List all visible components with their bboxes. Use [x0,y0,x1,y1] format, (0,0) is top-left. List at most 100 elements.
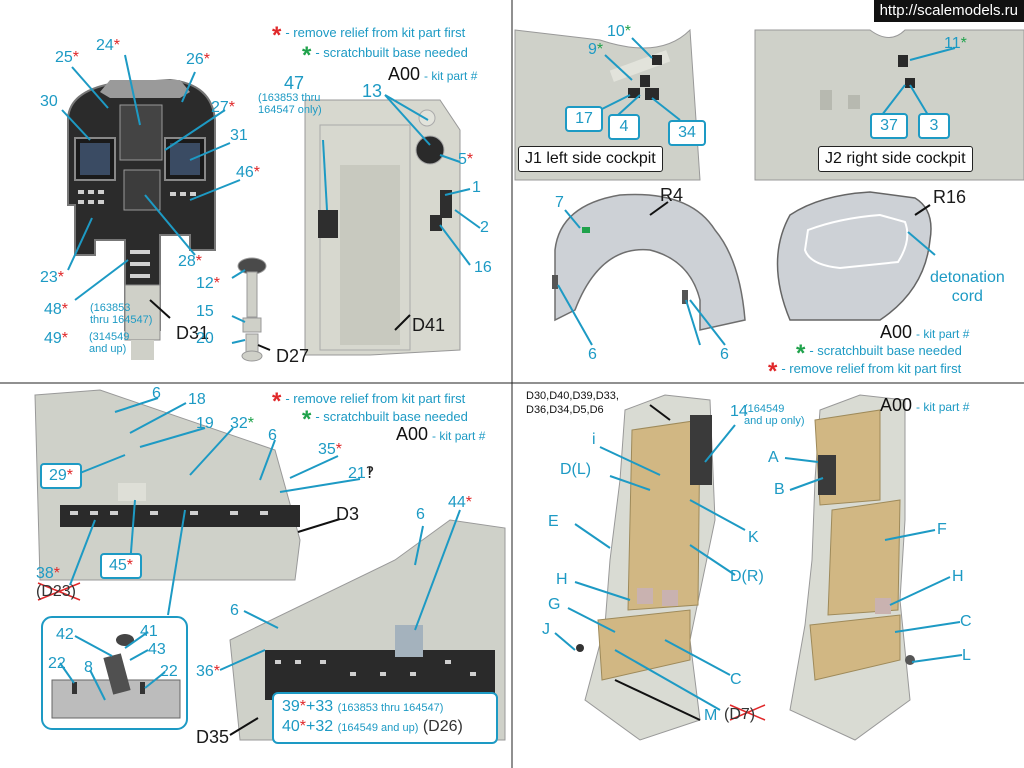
label-d27: D27 [276,346,310,366]
legend-remove-relief-text: - remove relief from kit part first [285,25,466,40]
label-18: 18 [188,391,206,408]
q4-black-leaders [614,404,701,721]
side-console-d41 [304,99,461,356]
label-28: 28* [178,253,203,270]
kit-part-text: - kit part # [424,69,478,83]
label-d-l: D(L) [560,461,592,478]
left-console-d3 [34,389,301,581]
watermark-url: http://scalemodels.ru [873,0,1024,22]
label-19: 19 [196,415,214,432]
label-d35: D35 [196,727,230,747]
label-15: 15 [196,303,214,320]
label-35: 35* [318,441,343,458]
label-d7-deleted: (D7) [724,706,756,723]
kit-part-note-q3: A00- kit part # [396,424,486,444]
label-22-right: 22 [160,663,178,680]
label-e: E [548,513,559,530]
canopy-r16 [776,191,932,321]
label-k: K [748,529,759,546]
red-asterisk-icon: * [272,22,282,49]
label-6-q3a: 6 [152,385,161,402]
label-6-canopy-left: 6 [588,346,597,363]
box-34: 34 [668,120,706,146]
label-d41: D41 [412,315,446,335]
label-c-right: C [960,613,972,630]
box-37: 37 [870,113,908,139]
label-6-q3c: 6 [416,506,425,523]
q1-black-leaders [149,299,411,351]
label-14: 14 [730,403,748,420]
label-24: 24* [96,37,121,54]
label-43: 43 [148,641,166,658]
variant-note-box: 39*+33 (163853 thru 164547) 40*+32 (1645… [272,692,498,744]
label-r16: R16 [933,187,967,207]
label-i: i [592,431,596,448]
kit-part-note-q2: A00- kit part # [880,322,970,342]
label-b: B [774,481,785,498]
label-6-canopy-right: 6 [720,346,729,363]
label-12: 12* [196,275,221,292]
label-41: 41 [140,623,158,640]
label-36: 36* [196,663,221,680]
label-h-right: H [952,568,964,585]
label-7: 7 [555,194,564,211]
windscreen-r4 [552,193,746,331]
label-47: 47 [284,73,305,93]
label-d23-deleted: (D23) [36,583,77,600]
label-30: 30 [40,93,58,110]
label-27: 27* [211,99,236,116]
kit-code: A00 [388,64,421,84]
label-g: G [548,596,561,613]
label-48: 48* [44,301,69,318]
box-17: 17 [565,106,603,132]
label-9: 9* [588,41,604,58]
box-45: 45* [100,553,142,579]
caption-j1: J1 left side cockpit [518,146,663,172]
label-l: L [962,647,971,664]
ejection-seat-right [789,394,915,741]
box-3: 3 [918,113,950,139]
label-11: 11* [944,35,967,52]
q1-leader-lines [61,54,481,344]
caption-j2: J2 right side cockpit [818,146,973,172]
label-23: 23* [40,269,65,286]
label-44: 44* [448,494,473,511]
main-instrument-panel [67,78,216,360]
label-6-q3b: 6 [268,427,277,444]
label-m: M [704,707,718,724]
legend-remove-relief-q3: *- remove relief from kit part first [272,388,466,415]
label-10: 10* [607,23,632,40]
label-16: 16 [474,259,492,276]
q3-leader-lines [59,397,461,701]
legend-scratchbuilt-q2: *- scratchbuilt base needed [796,340,962,367]
ejection-seat-left [576,394,716,741]
seat-part-list: D30,D40,D39,D33,D36,D34,D5,D6 [526,390,619,416]
label-f: F [937,521,947,538]
label-d-r: D(R) [730,568,764,585]
label-h-left: H [556,571,568,588]
label-49: 49* [44,330,69,347]
kit-part-note-q1: A00- kit part # [388,64,477,85]
throttle-detail-inset [41,616,188,730]
label-c-left: C [730,671,742,688]
q4-leader-lines [554,424,963,711]
label-1: 1 [472,179,481,196]
legend-scratchbuilt: *- scratchbuilt base needed [302,42,468,70]
label-5: 5* [458,151,474,168]
legend-remove-relief-q2: *- remove relief from kit part first [768,358,962,385]
label-2: 2 [480,219,489,236]
variant-note-line-2: 40*+32 (164549 and up) (D26) [282,718,463,735]
label-26: 26* [186,51,211,68]
box-4: 4 [608,114,640,140]
label-6-q3d: 6 [230,602,239,619]
q2-leader-lines [557,37,956,346]
label-42: 42 [56,626,74,643]
label-13: 13 [362,81,383,101]
label-j: J [542,621,550,638]
